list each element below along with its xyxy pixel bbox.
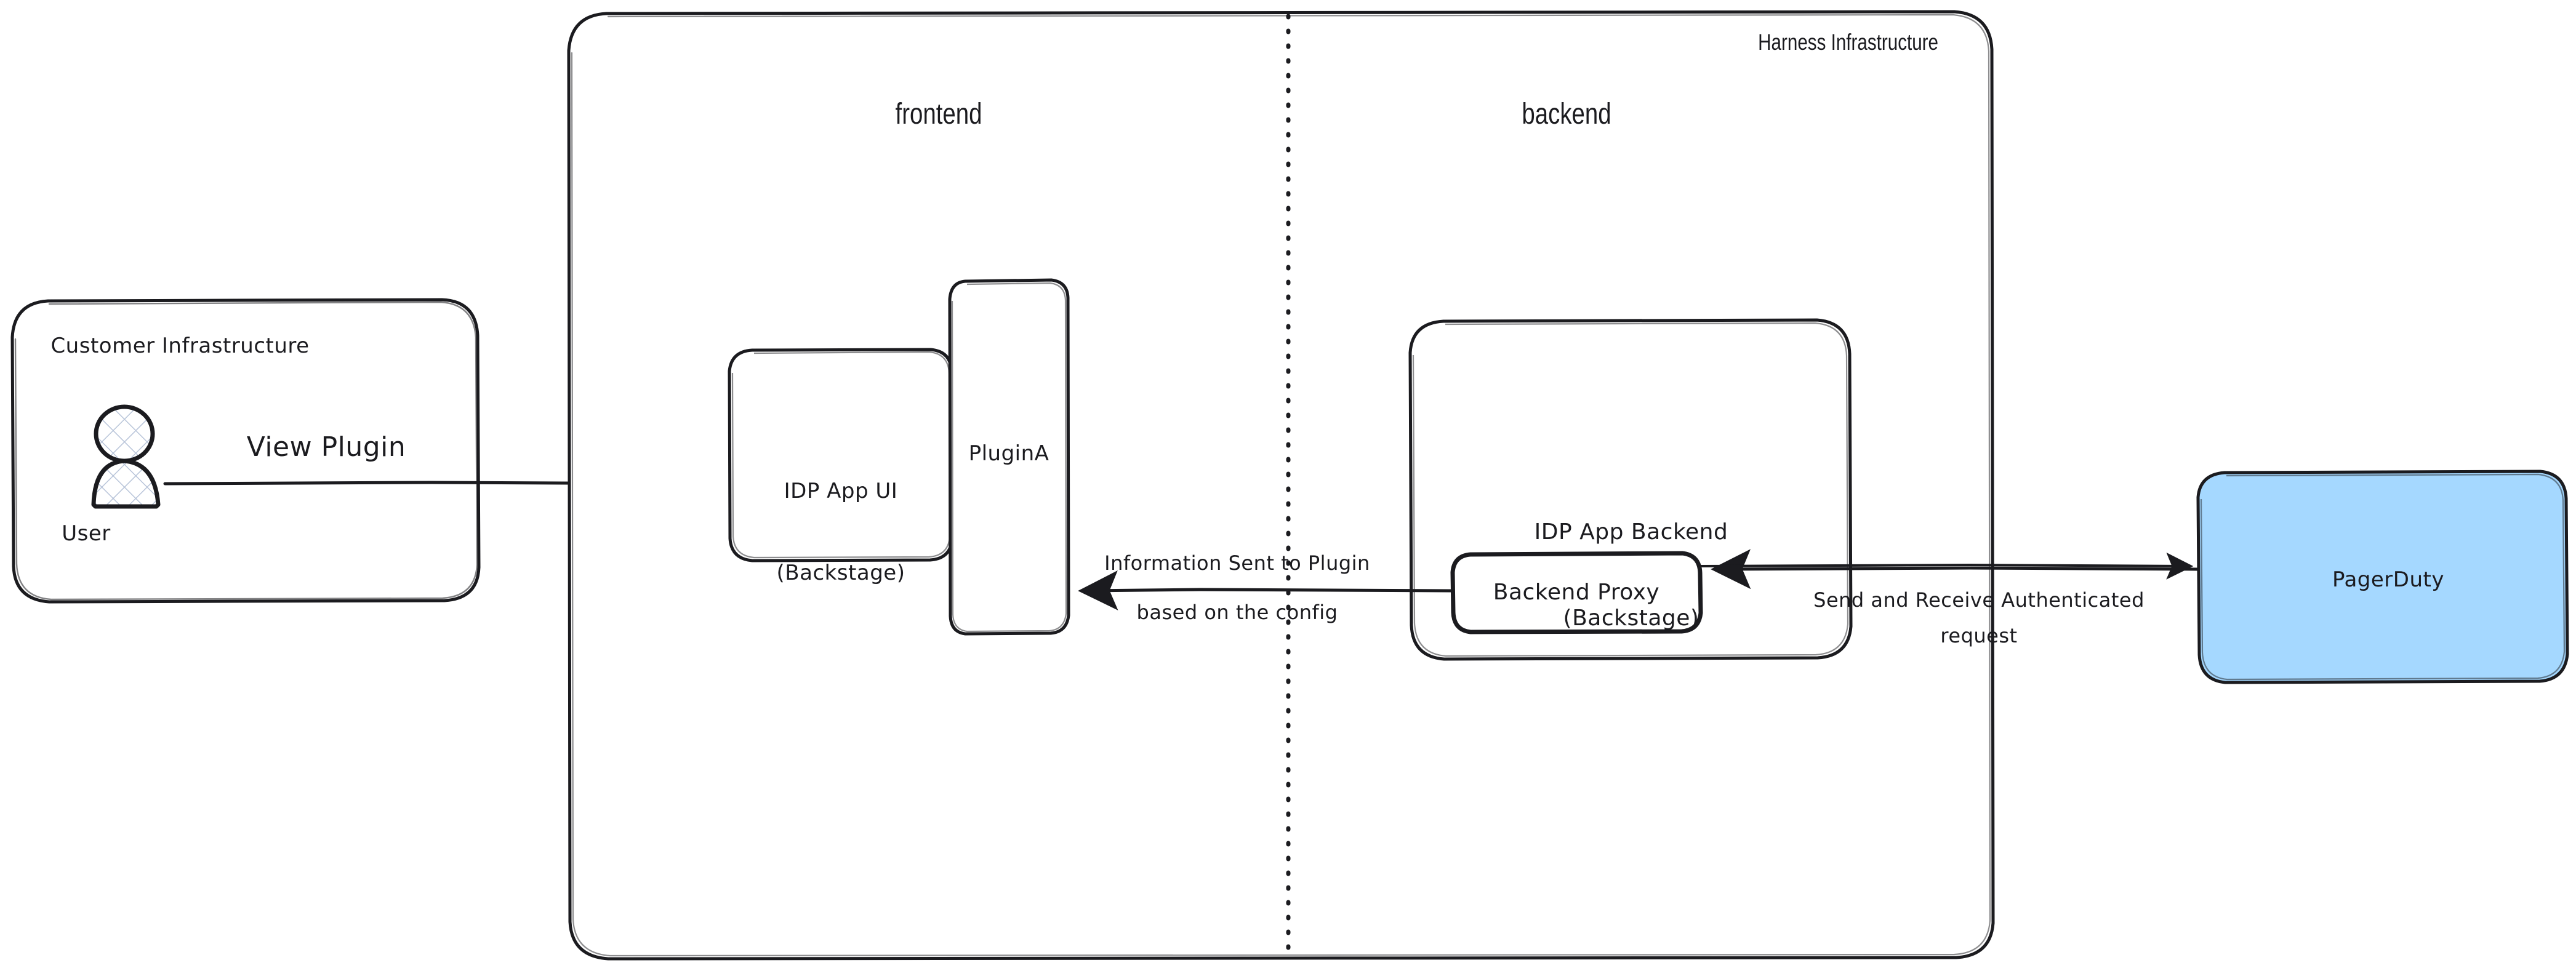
user-person-icon bbox=[91, 404, 161, 509]
idp-app-ui-box bbox=[728, 348, 954, 562]
customer-infrastructure-container bbox=[10, 298, 481, 604]
harness-infrastructure-container bbox=[567, 10, 1995, 961]
pagerduty-box bbox=[2196, 470, 2569, 684]
edge-information-sent bbox=[1078, 570, 1455, 610]
plugin-a-box bbox=[948, 278, 1070, 636]
edge-send-receive bbox=[1699, 549, 2199, 590]
backend-proxy-box bbox=[1450, 551, 1703, 634]
